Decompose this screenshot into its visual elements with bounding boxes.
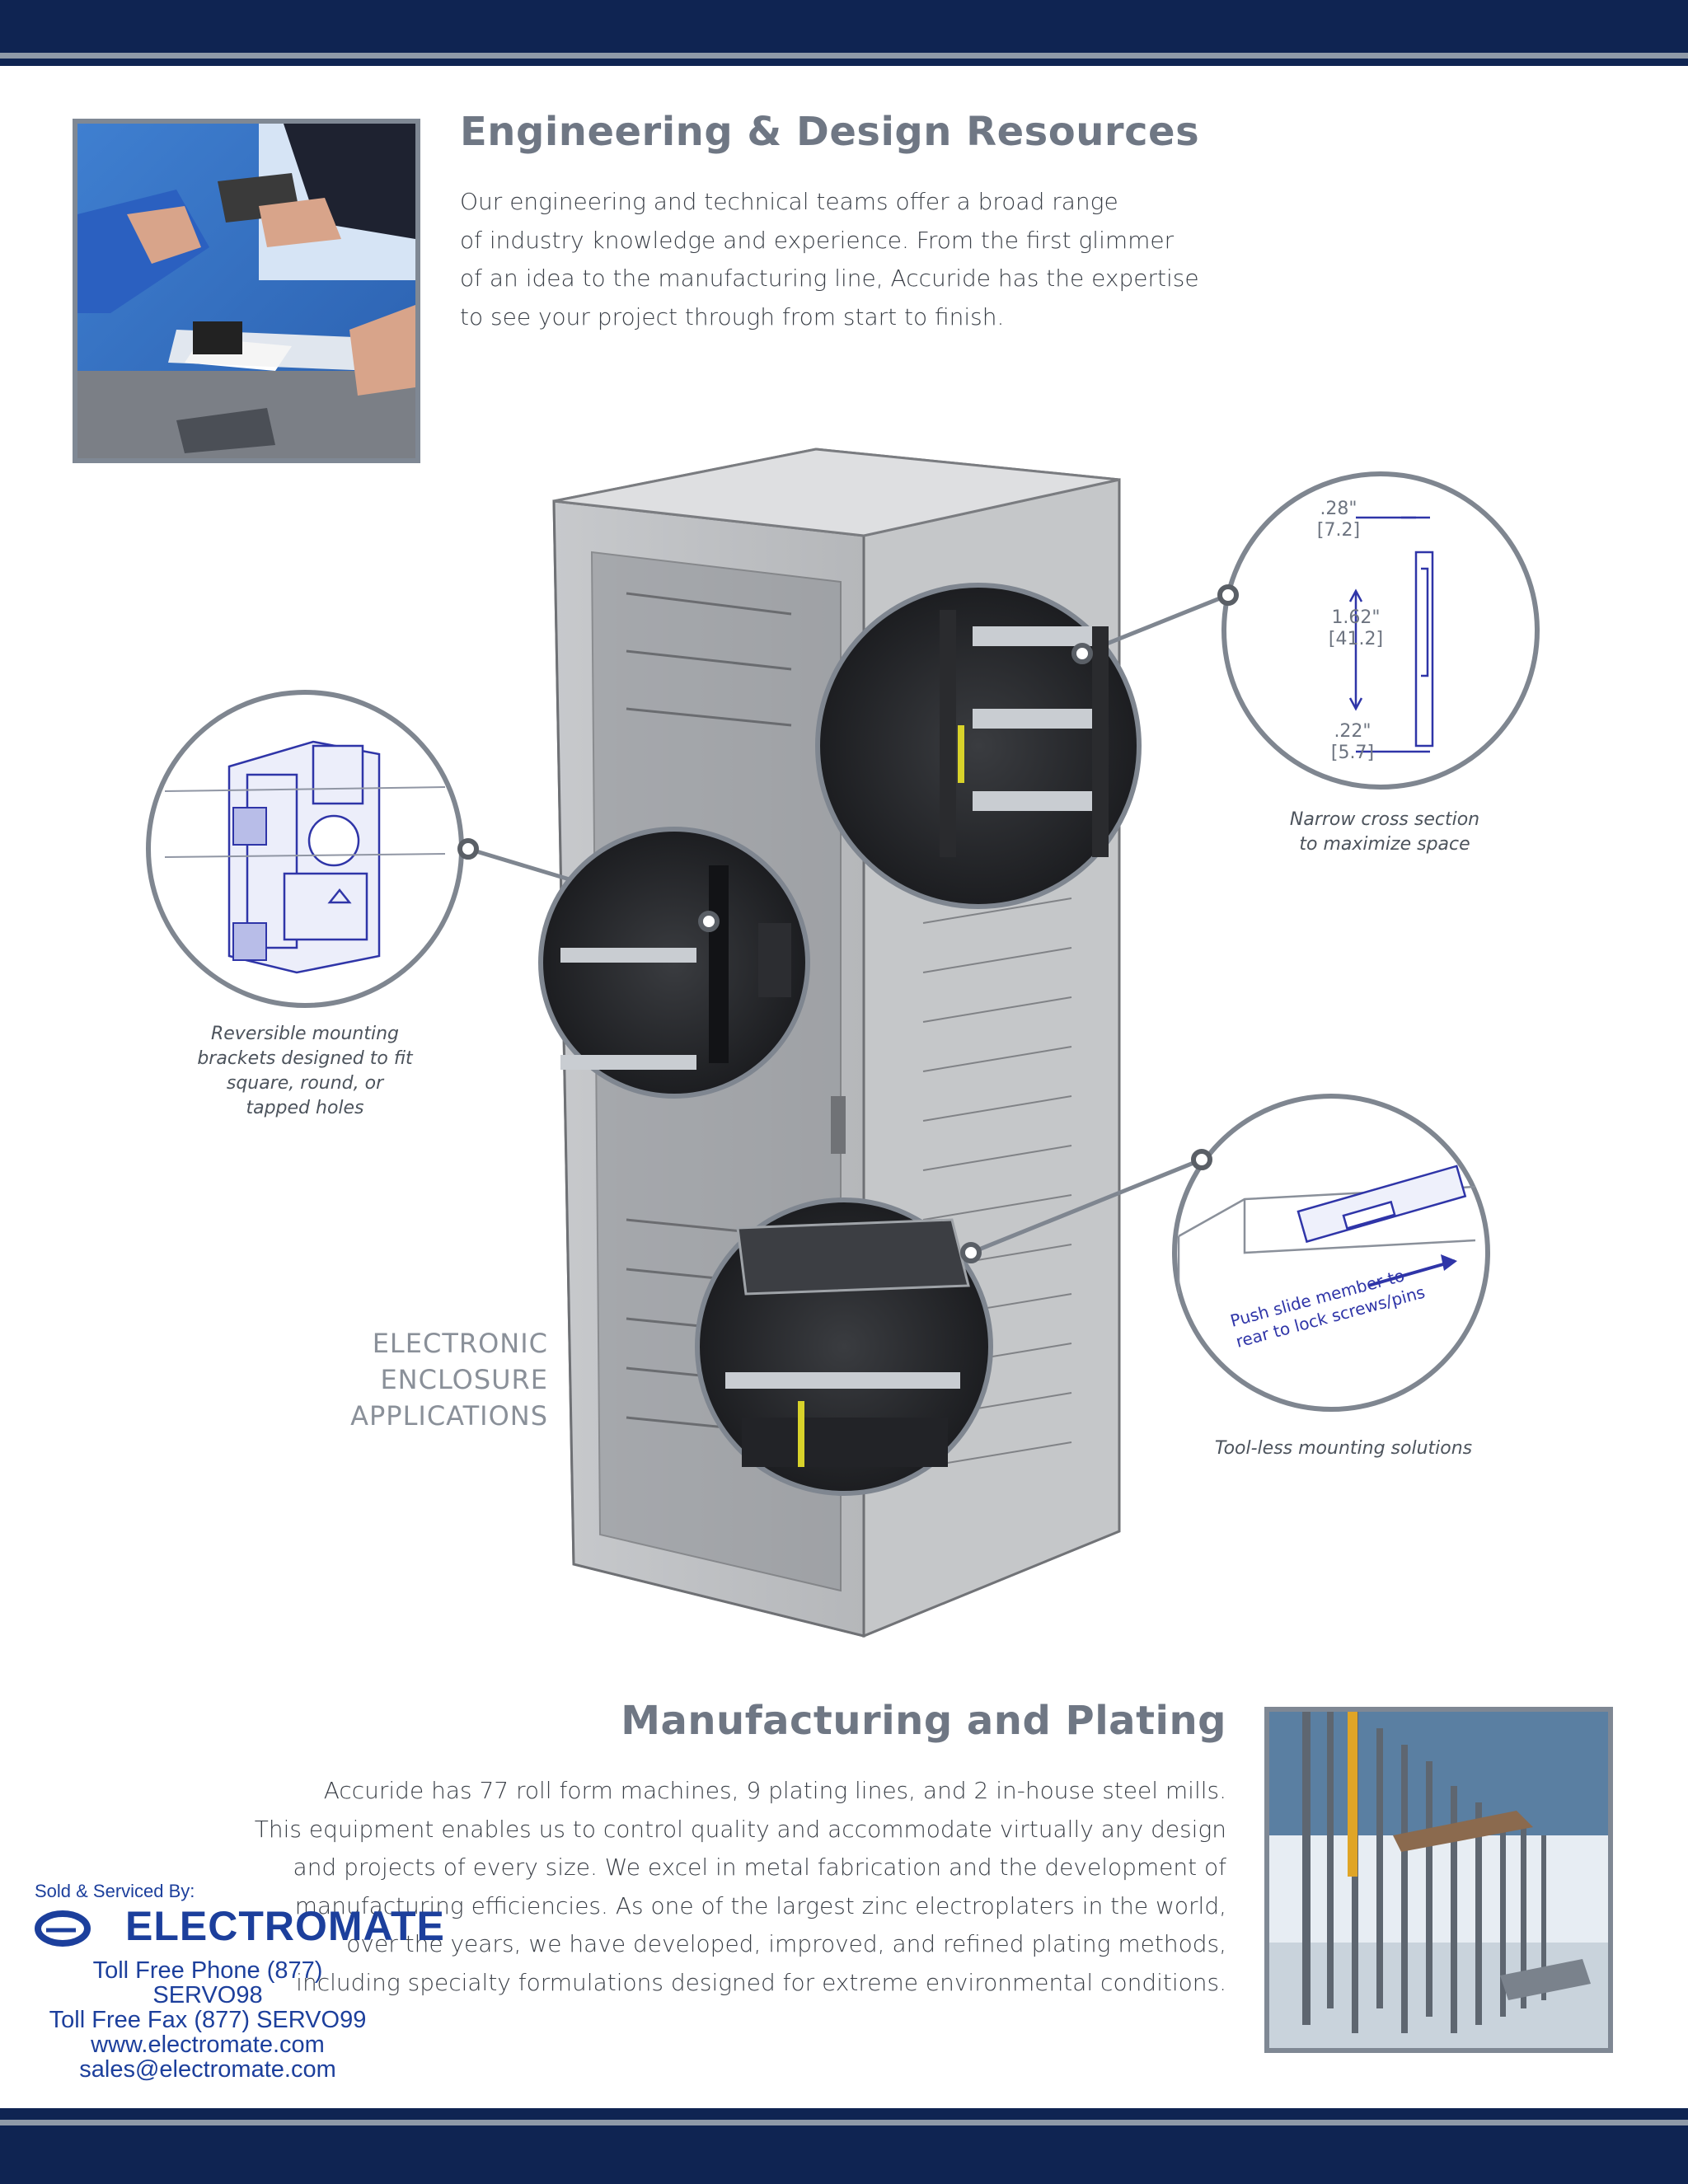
section-label: ELECTRONIC ENCLOSURE APPLICATIONS	[313, 1325, 548, 1434]
door-handle	[831, 1096, 846, 1154]
dim-mid-mm: [41.2]	[1329, 629, 1383, 649]
zoom-circle-middle	[538, 827, 810, 1099]
electromate-brand: ELECTROMATE	[125, 1903, 445, 1949]
caption-cross-section-line: to maximize space	[1299, 834, 1470, 855]
manufacturing-line: and projects of every size. We excel in …	[293, 1854, 1226, 1881]
electromate-logo-icon	[35, 1910, 91, 1947]
engineering-line: of industry knowledge and experience. Fr…	[460, 226, 1175, 254]
plating-photo	[1264, 1707, 1613, 2053]
sold-by-label: Sold & Serviced By:	[35, 1881, 195, 1901]
dim-mid: 1.62"	[1331, 607, 1380, 628]
manufacturing-body: Accuride has 77 roll form machines, 9 pl…	[255, 1772, 1226, 2002]
caption-cross-section-line: Narrow cross section	[1289, 809, 1480, 830]
caption-brackets: Reversible mounting brackets designed to…	[181, 1022, 429, 1121]
electromate-logo: ELECTROMATE	[35, 1902, 444, 1952]
zoom-circle-top	[815, 583, 1142, 909]
dim-top-mm: [7.2]	[1317, 520, 1360, 541]
engineering-line: of an idea to the manufacturing line, Ac…	[460, 265, 1199, 292]
dim-bot: .22"	[1334, 721, 1371, 742]
engineering-title: Engineering & Design Resources	[460, 109, 1200, 155]
engineers-image	[77, 124, 415, 458]
bracket-callout	[146, 690, 479, 1008]
manufacturing-title: Manufacturing and Plating	[621, 1698, 1226, 1744]
bottom-stripe	[0, 2120, 1688, 2125]
section-label-line: ENCLOSURE	[380, 1364, 548, 1395]
engineering-photo	[73, 119, 420, 463]
engineering-line: to see your project through from start t…	[460, 302, 1005, 330]
vendor-contact: Toll Free Phone (877) SERVO98 Toll Free …	[35, 1958, 381, 2082]
engineering-line: Our engineering and technical teams offe…	[460, 188, 1118, 215]
vendor-website[interactable]: www.electromate.com	[91, 2032, 325, 2058]
dim-bot-mm: [5.7]	[1331, 743, 1374, 763]
manufacturing-line: over the years, we have developed, impro…	[346, 1930, 1226, 1957]
manufacturing-line: manufacturing efficiencies. As one of th…	[294, 1891, 1226, 1919]
manufacturing-line: This equipment enables us to control qua…	[254, 1815, 1226, 1843]
toll-free-phone: Toll Free Phone (877) SERVO98	[92, 1957, 323, 2008]
top-stripe	[0, 53, 1688, 59]
caption-toolless: Tool-less mounting solutions	[1214, 1438, 1473, 1459]
toolless-callout: Push slide member to rear to lock screws…	[1172, 1094, 1490, 1412]
zoom-circle-bottom	[695, 1197, 993, 1496]
caption-brackets-line: square, round, or	[226, 1073, 384, 1094]
section-label-line: ELECTRONIC	[372, 1328, 548, 1359]
section-label-line: APPLICATIONS	[350, 1400, 548, 1432]
manufacturing-line: including specialty formulations designe…	[296, 1968, 1226, 1996]
vendor-email[interactable]: sales@electromate.com	[79, 2056, 336, 2083]
cross-section-callout: .28" [7.2] 1.62" [41.2] .22" [5.7]	[1217, 471, 1540, 790]
caption-brackets-line: tapped holes	[246, 1098, 364, 1118]
plating-line-image	[1269, 1712, 1608, 2048]
dim-top: .28"	[1320, 499, 1357, 519]
manufacturing-line: Accuride has 77 roll form machines, 9 pl…	[323, 1777, 1226, 1804]
caption-cross-section: Narrow cross section to maximize space	[1253, 808, 1517, 857]
engineering-body: Our engineering and technical teams offe…	[460, 183, 1199, 336]
caption-brackets-line: brackets designed to fit	[197, 1048, 413, 1069]
toll-free-fax: Toll Free Fax (877) SERVO99	[49, 2007, 367, 2033]
caption-brackets-line: Reversible mounting	[210, 1024, 400, 1044]
